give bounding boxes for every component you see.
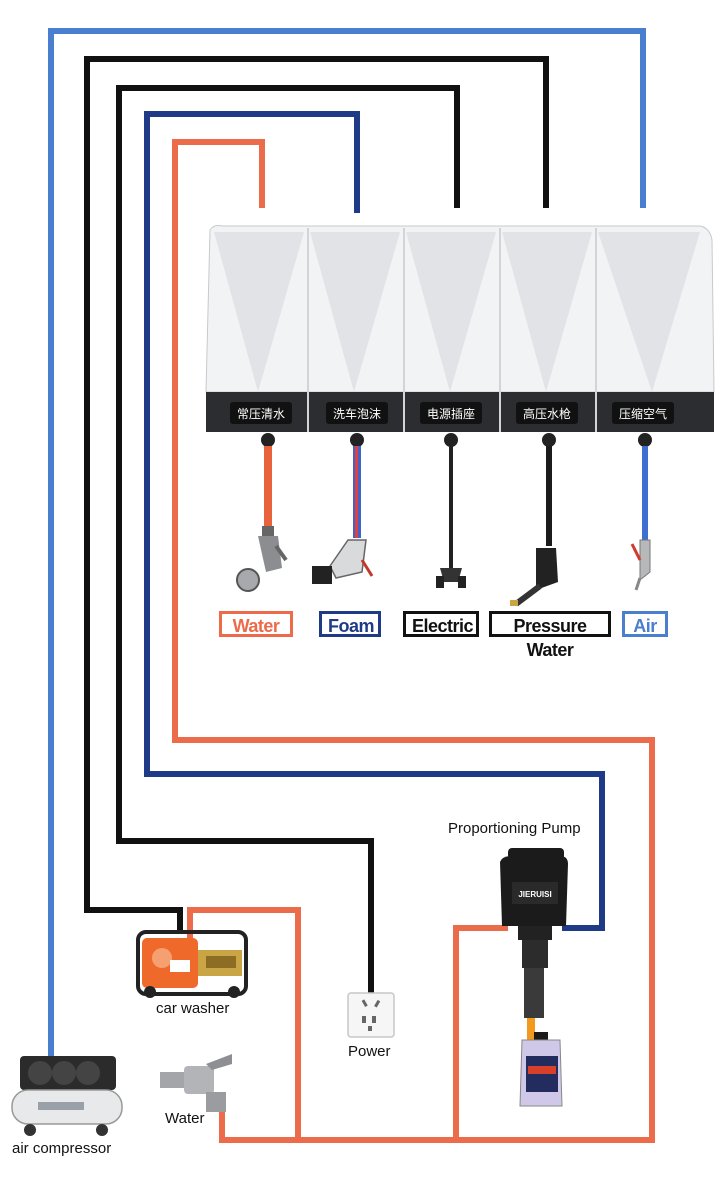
reel-label-electric-cn: 电源插座 xyxy=(427,406,475,421)
power-socket-icon xyxy=(347,992,395,1038)
water-tap-icon xyxy=(160,1054,232,1112)
washer-water-pipe xyxy=(187,907,301,1143)
caption-proportioning-pump: Proportioning Pump xyxy=(448,820,581,837)
reel-label-foam-cn: 洗车泡沫 xyxy=(333,406,381,421)
caption-water: Water xyxy=(165,1110,205,1127)
reel-label-pressure-cn: 高压水枪 xyxy=(523,406,571,421)
air-compressor-icon xyxy=(11,1056,123,1136)
electric-cable xyxy=(444,433,458,568)
pump-water-pipe xyxy=(453,925,508,1143)
water-nozzle-icon xyxy=(236,536,288,592)
foam-gun-icon xyxy=(312,539,374,584)
caption-air-compressor: air compressor xyxy=(12,1140,112,1157)
water-hose xyxy=(261,433,275,536)
tag-water: Water xyxy=(219,611,293,637)
tag-pressure-water: Pressure Water xyxy=(489,611,611,660)
caption-power: Power xyxy=(348,1043,391,1060)
reel-cabinet: 常压清水 洗车泡沫 电源插座 高压水枪 压缩空气 xyxy=(205,225,715,432)
car-washer-icon xyxy=(136,930,248,998)
tag-electric: Electric xyxy=(403,611,479,637)
air-gun-icon xyxy=(630,539,651,591)
detergent-bottle-icon xyxy=(519,1032,563,1107)
pressure-hose xyxy=(542,433,556,546)
air-pipe xyxy=(48,28,646,1061)
caption-car-washer: car washer xyxy=(156,1000,230,1017)
pump-brand-label: JIERUISI xyxy=(518,890,551,899)
tag-foam: Foam xyxy=(319,611,381,637)
reel-label-water-cn: 常压清水 xyxy=(237,407,285,421)
electric-plug-icon xyxy=(436,568,466,588)
pressure-water-pipe xyxy=(84,56,549,933)
foam-pipe xyxy=(144,111,605,931)
water-pipe xyxy=(172,139,655,1143)
foam-hose xyxy=(350,433,364,538)
air-hose xyxy=(638,433,652,540)
electric-pipe xyxy=(116,85,460,993)
pressure-gun-icon xyxy=(510,548,558,607)
tag-air: Air xyxy=(622,611,668,637)
reel-label-air-cn: 压缩空气 xyxy=(619,406,667,421)
proportioning-pump-icon: JIERUISI xyxy=(500,848,568,1040)
